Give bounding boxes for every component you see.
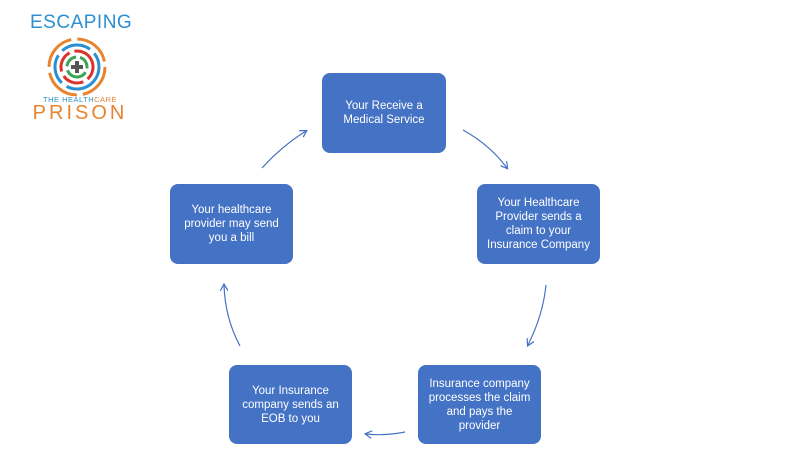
step-insurer-processes-claim: Insurance company processes the claim an… — [418, 365, 541, 444]
arrow-step4-to-step5 — [224, 285, 241, 347]
arrow-step2-to-step3 — [528, 284, 547, 345]
step-label: Your Receive a Medical Service — [343, 100, 425, 126]
arrow-step5-to-step1 — [261, 131, 306, 169]
logo-subtitle: THE HEALTHCARE — [30, 95, 130, 104]
logo-subtitle-part2: CARE — [94, 95, 117, 104]
arrow-step1-to-step2 — [462, 129, 507, 168]
step-provider-sends-claim: Your Healthcare Provider sends a claim t… — [477, 184, 600, 264]
logo: ESCAPING THE HEALTHCARE PRISON — [30, 12, 133, 124]
step-label: Your Insurance company sends an EOB to y… — [242, 384, 339, 425]
logo-title-top: ESCAPING — [30, 12, 133, 33]
step-receive-service: Your Receive a Medical Service — [322, 73, 446, 153]
step-label: Your Healthcare Provider sends a claim t… — [487, 197, 590, 251]
logo-subtitle-part1: THE HEALTH — [43, 95, 95, 104]
maze-cross-icon — [47, 37, 107, 97]
step-label: Insurance company processes the claim an… — [428, 377, 531, 432]
logo-title-bottom: PRISON — [32, 102, 128, 124]
step-label: Your healthcare provider may send you a … — [184, 204, 279, 244]
step-provider-sends-bill: Your healthcare provider may send you a … — [170, 184, 293, 264]
step-insurer-sends-eob: Your Insurance company sends an EOB to y… — [229, 365, 352, 444]
arrow-step3-to-step4 — [366, 432, 406, 435]
